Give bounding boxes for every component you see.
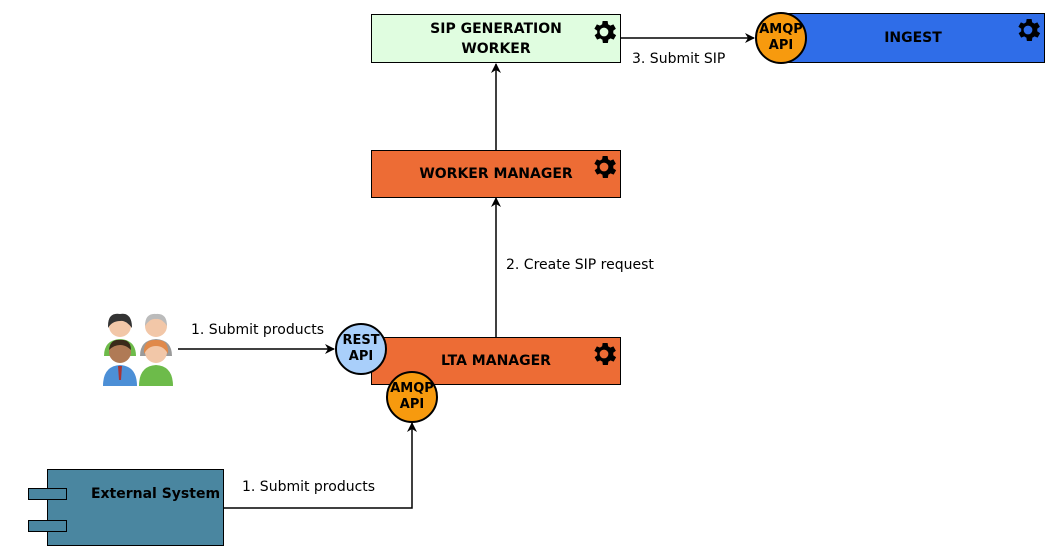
- lta-rest-api: REST API: [335, 323, 387, 375]
- external-system-node: External System: [47, 469, 224, 546]
- ingest-amqp-line1: AMQP: [759, 22, 803, 37]
- component-icon: [28, 488, 67, 500]
- edge-label-users-submit: 1. Submit products: [191, 322, 325, 338]
- edge-label-create-sip-request: 2. Create SIP request: [506, 257, 654, 273]
- lta-amqp-line2: API: [399, 397, 425, 412]
- lta-amqp-api: AMQP API: [386, 371, 438, 423]
- edge-label-external-submit: 1. Submit products: [242, 479, 376, 495]
- edge-label-submit-sip: 3. Submit SIP: [632, 51, 726, 67]
- gear-icon: [594, 156, 617, 178]
- edge-external-to-amqp: [224, 422, 417, 509]
- ingest-amqp-line2: API: [768, 38, 794, 53]
- sip-worker-label-line1: SIP GENERATION: [430, 20, 562, 37]
- lta-rest-line1: REST: [342, 333, 380, 348]
- component-icon: [28, 520, 67, 532]
- ingest-node: INGEST: [781, 13, 1045, 63]
- sip-generation-worker-node: SIP GENERATION WORKER: [371, 14, 621, 63]
- lta-manager-label: LTA MANAGER: [441, 353, 551, 369]
- ingest-amqp-api: AMQP API: [755, 12, 807, 64]
- gear-icon: [594, 343, 617, 365]
- worker-manager-label: WORKER MANAGER: [419, 166, 573, 182]
- gear-icon: [1018, 19, 1041, 41]
- lta-rest-line2: API: [348, 349, 374, 364]
- sip-worker-label-line2: WORKER: [461, 40, 531, 57]
- users-group-icon: [103, 313, 173, 386]
- gear-icon: [594, 21, 617, 43]
- external-system-label: External System: [90, 486, 221, 502]
- lta-amqp-line1: AMQP: [390, 381, 434, 396]
- ingest-label: INGEST: [884, 30, 942, 46]
